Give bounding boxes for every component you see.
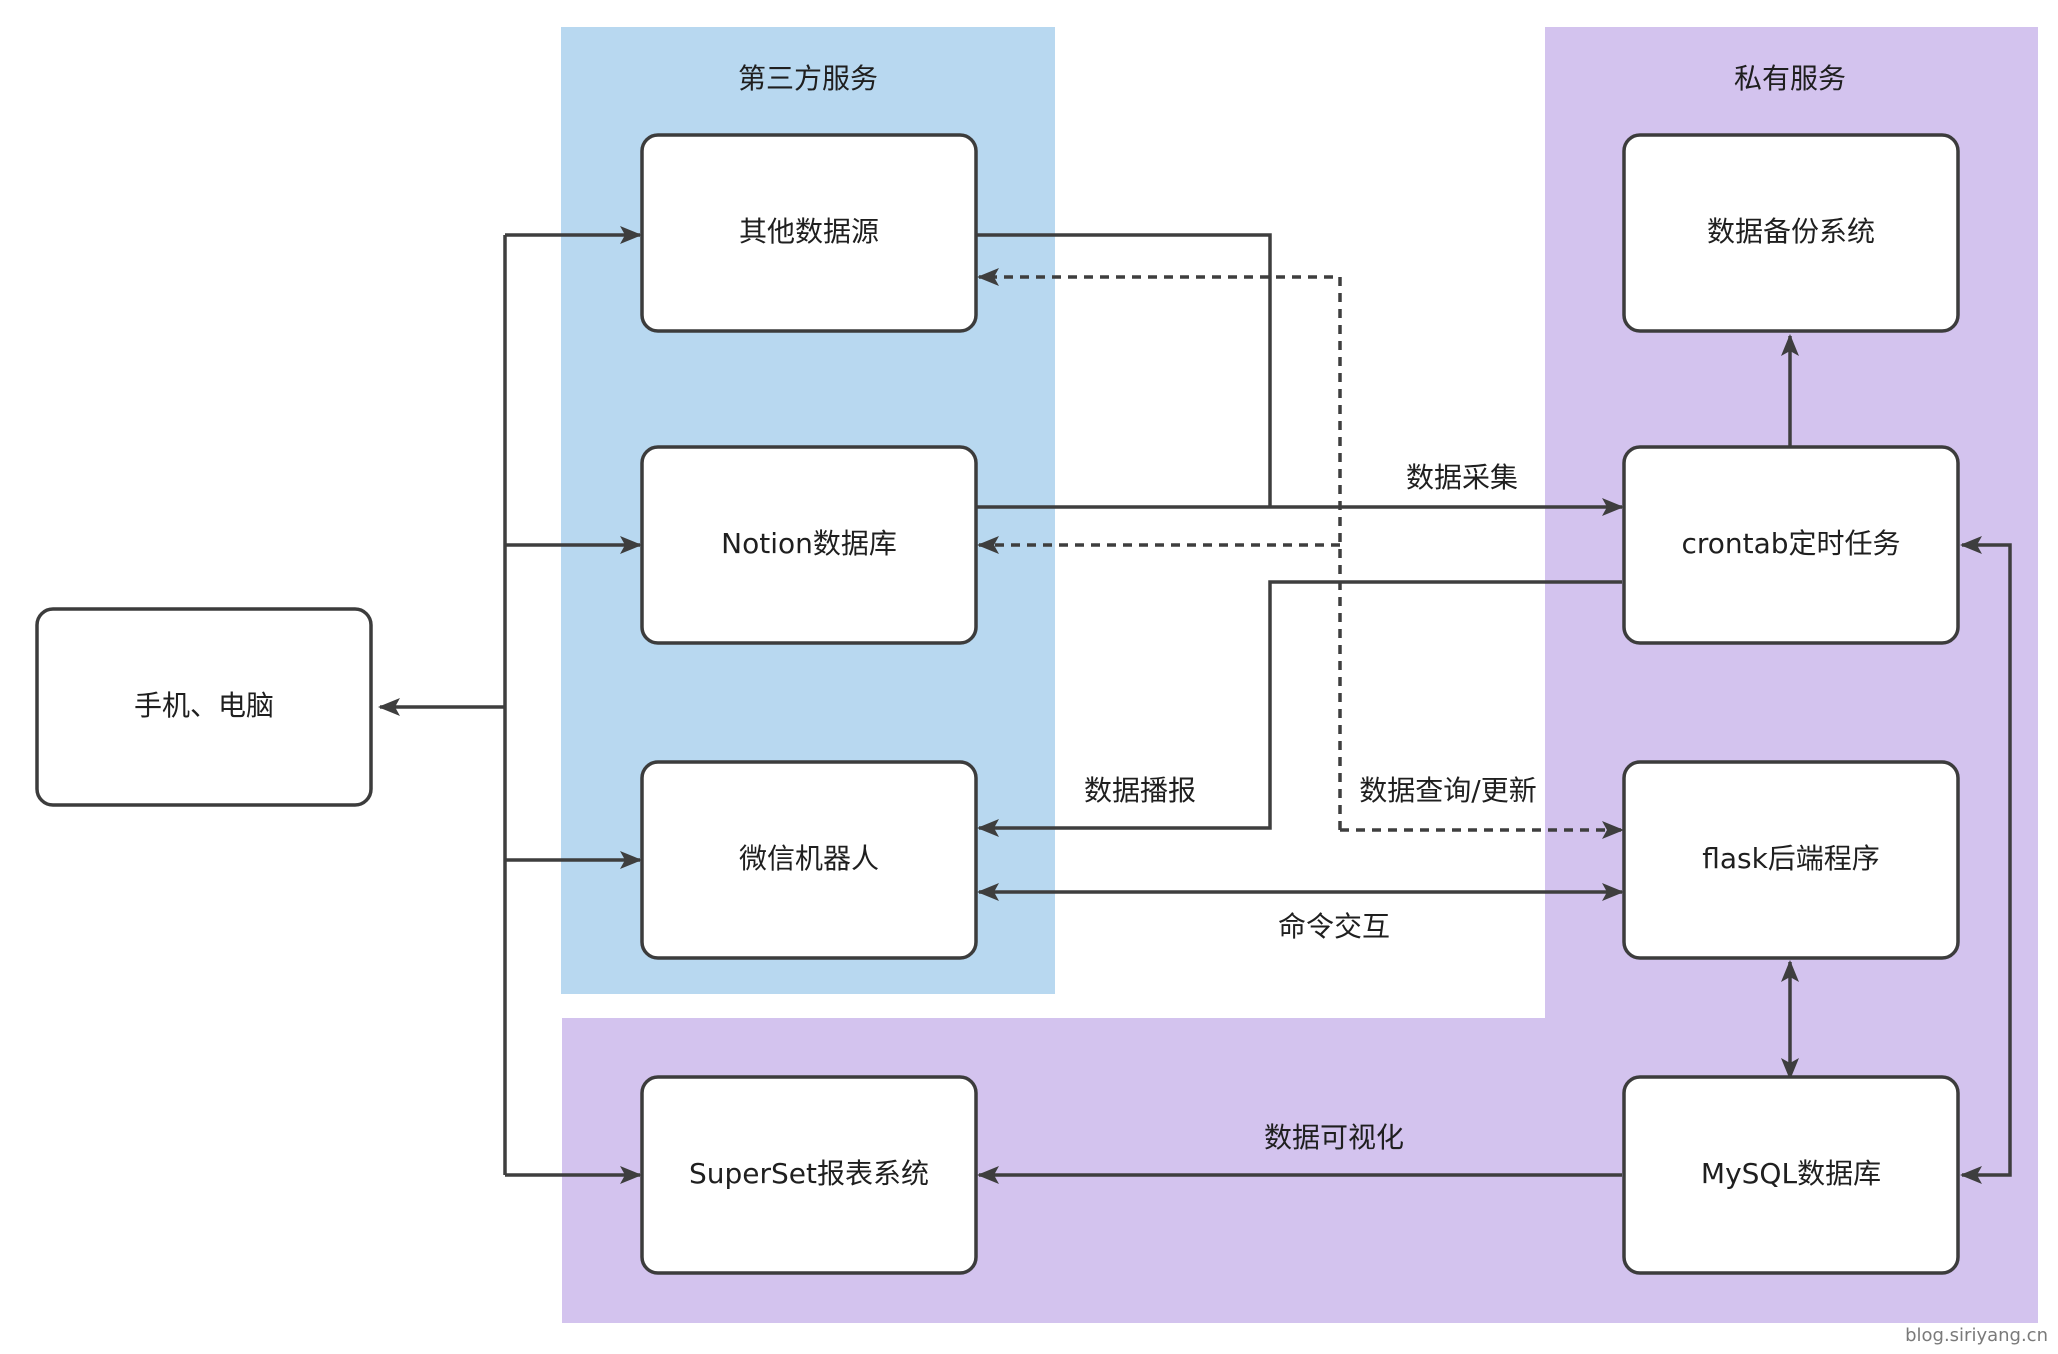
edge-other-sources-collect [977, 233, 1272, 507]
node-phone-pc-label: 手机、电脑 [134, 689, 274, 722]
node-backup[interactable]: 数据备份系统 [1622, 133, 1960, 333]
node-superset[interactable]: SuperSet报表系统 [640, 1075, 978, 1275]
node-mysql-label: MySQL数据库 [1701, 1157, 1881, 1190]
node-flask[interactable]: flask后端程序 [1622, 760, 1960, 960]
edge-mysql-crontab [1960, 536, 2012, 1184]
node-mysql[interactable]: MySQL数据库 [1622, 1075, 1960, 1275]
edge-label-visualize: 数据可视化 [1264, 1121, 1404, 1154]
node-other-sources-label: 其他数据源 [739, 215, 879, 248]
region-private [562, 27, 2038, 1323]
edge-broadcast-to-wechat [977, 580, 1622, 837]
watermark: blog.siriyang.cn [1905, 1325, 2048, 1346]
node-wechat-bot-label: 微信机器人 [739, 842, 879, 875]
edge-label-collect: 数据采集 [1406, 461, 1518, 494]
node-crontab-label: crontab定时任务 [1681, 527, 1900, 560]
edge-label-broadcast: 数据播报 [1084, 774, 1196, 807]
node-crontab[interactable]: crontab定时任务 [1622, 445, 1960, 645]
node-backup-label: 数据备份系统 [1707, 215, 1875, 248]
node-notion-db[interactable]: Notion数据库 [640, 445, 978, 645]
node-other-sources[interactable]: 其他数据源 [640, 133, 978, 333]
node-superset-label: SuperSet报表系统 [689, 1157, 929, 1190]
edge-label-query-update: 数据查询/更新 [1359, 774, 1536, 807]
region-third-party-label: 第三方服务 [738, 62, 878, 95]
node-notion-db-label: Notion数据库 [721, 527, 897, 560]
node-flask-label: flask后端程序 [1702, 842, 1880, 875]
region-private-label: 私有服务 [1734, 62, 1846, 95]
node-wechat-bot[interactable]: 微信机器人 [640, 760, 978, 960]
edge-label-command: 命令交互 [1278, 910, 1390, 943]
edge-query-to-other-sources [977, 268, 1342, 830]
node-phone-pc[interactable]: 手机、电脑 [35, 607, 373, 807]
